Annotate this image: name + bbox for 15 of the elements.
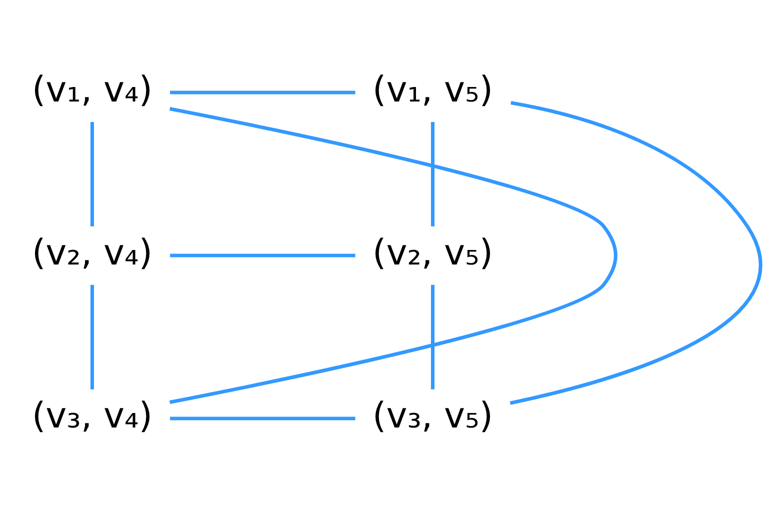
node-text: (v₁, v₄): [32, 69, 153, 110]
connector: [170, 253, 356, 257]
connector: [430, 284, 434, 389]
node-text: (v₃, v₄): [32, 395, 153, 436]
node-text: (v₃, v₅): [372, 395, 494, 436]
connector: [169, 106, 618, 404]
node-text: (v₁, v₅): [372, 69, 494, 110]
connector: [90, 284, 94, 389]
connector: [90, 121, 94, 226]
node-text: (v₂, v₄): [32, 232, 153, 274]
node-text: (v₂, v₅): [372, 232, 494, 274]
connector: [170, 416, 356, 420]
connector: [510, 100, 762, 404]
connector: [170, 90, 356, 94]
connector: [430, 121, 434, 226]
